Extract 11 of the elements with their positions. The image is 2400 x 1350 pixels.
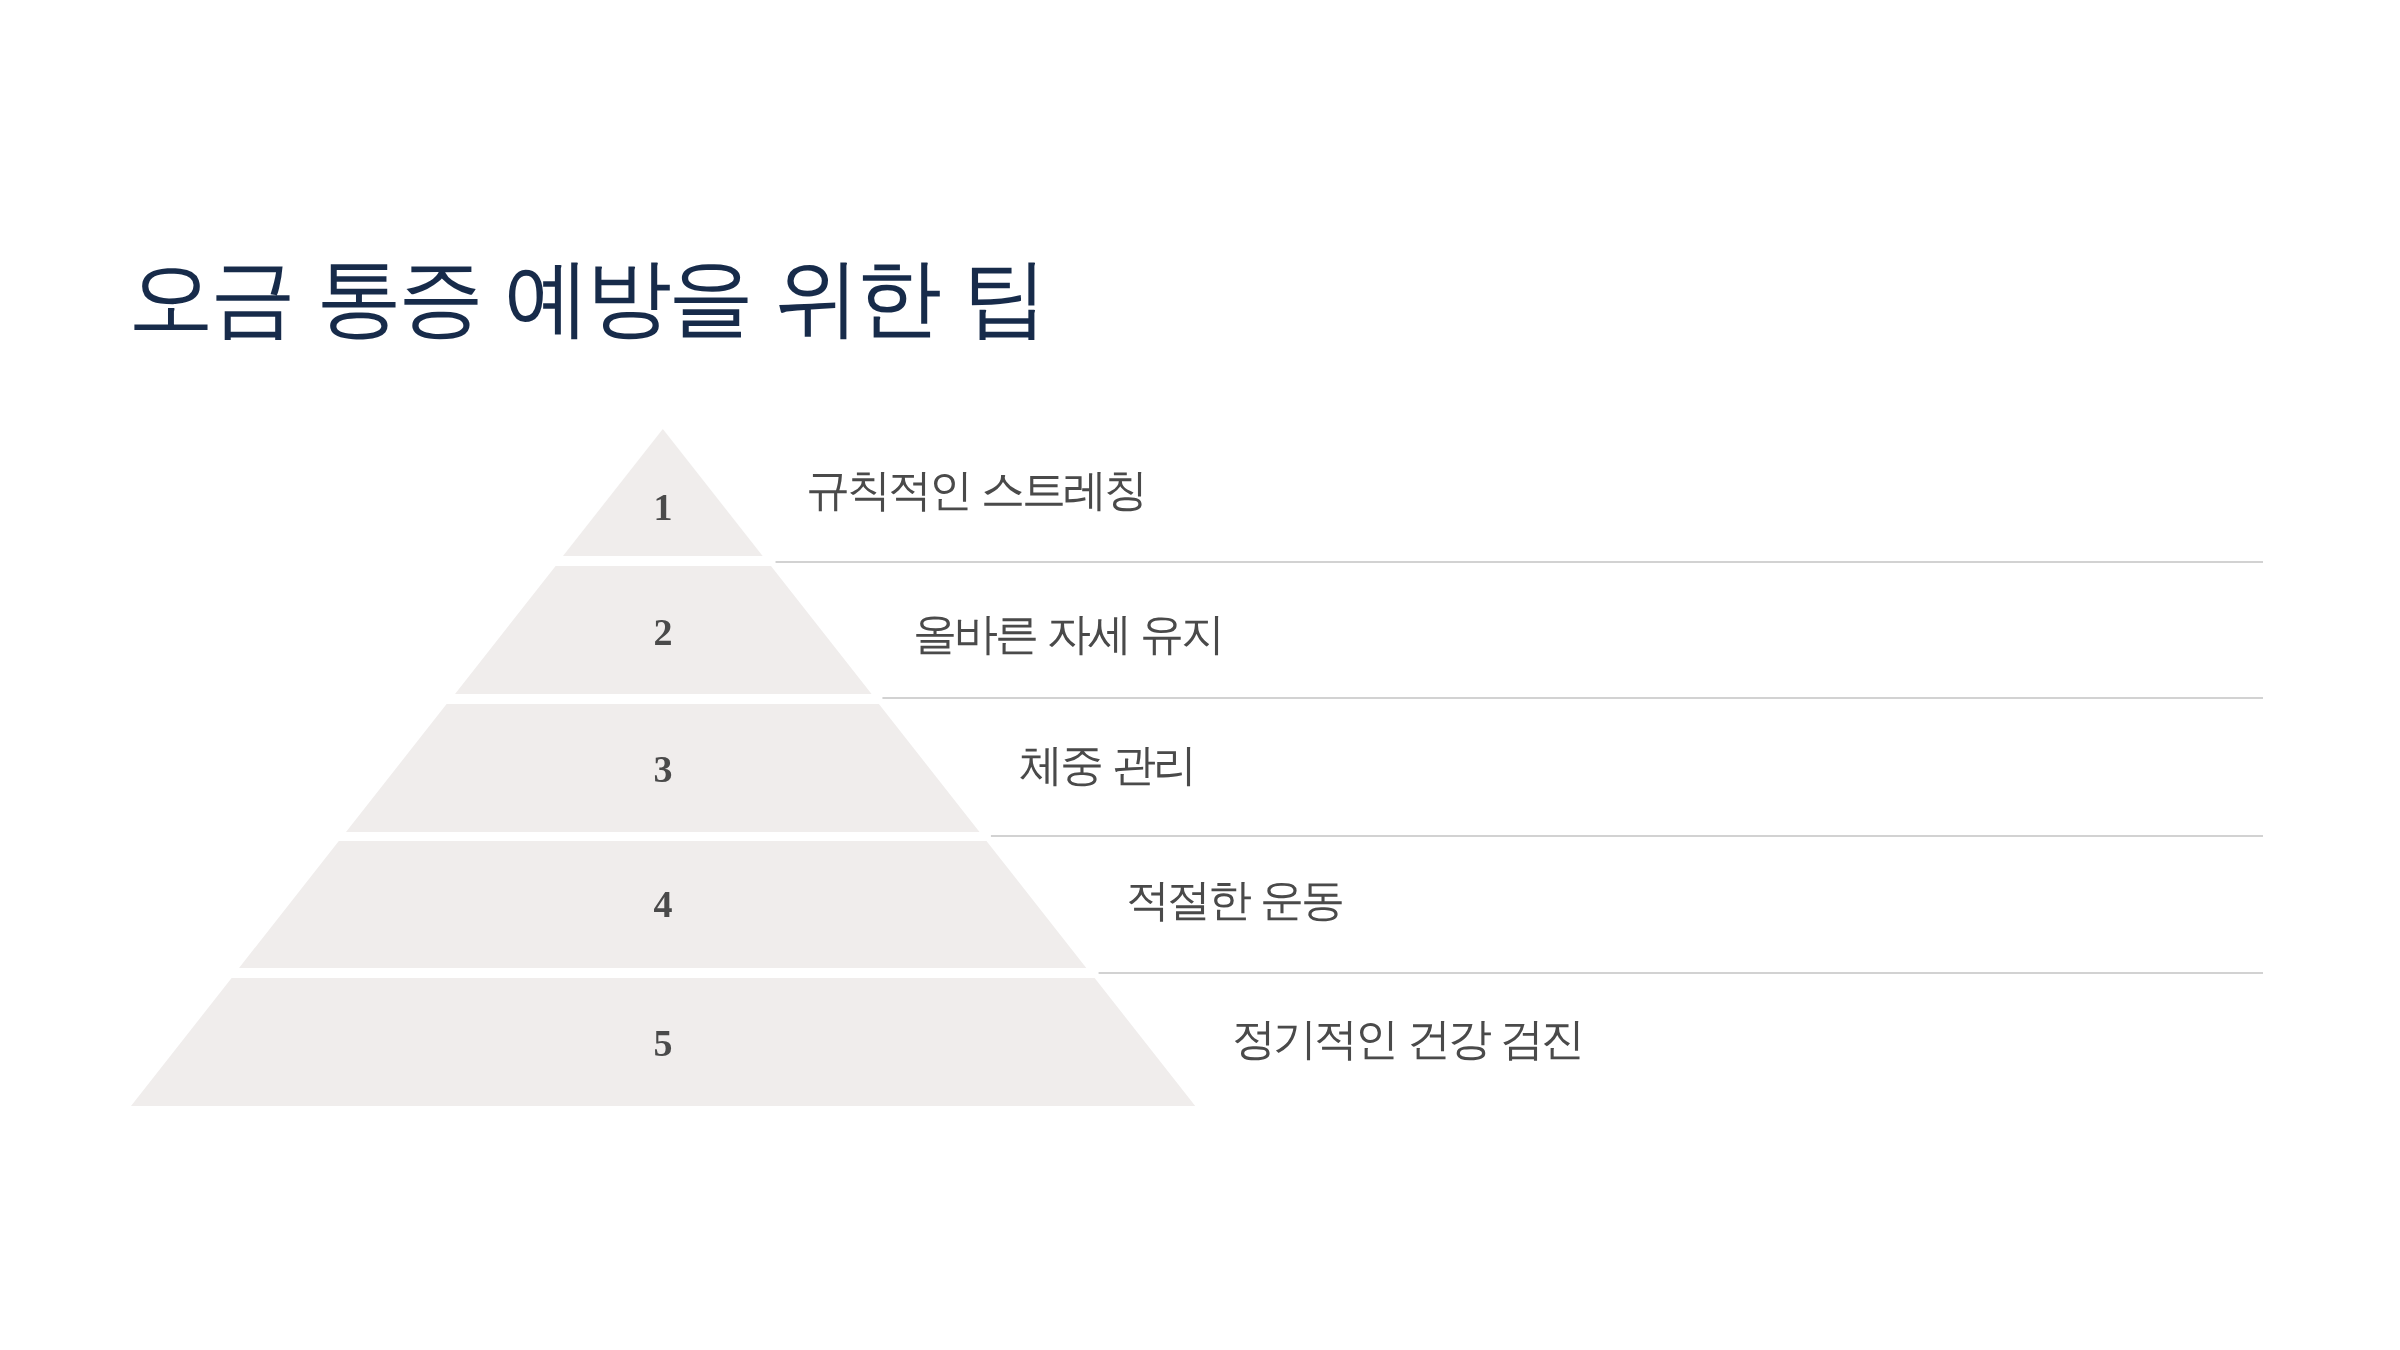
tip-text: 규칙적인 스트레칭 [806,466,1146,514]
tip-text: 올바른 자세 유지 [913,610,1224,658]
tier-number: 3 [652,749,674,789]
tip-text: 정기적인 건강 검진 [1232,1015,1584,1063]
tier-number: 4 [652,884,674,924]
tier-number: 5 [652,1023,674,1063]
tier-number: 1 [652,487,674,527]
tier-number: 2 [652,612,674,652]
title: 오금 통증 예방을 위한 팁 [128,252,1045,342]
tip-text: 체중 관리 [1019,741,1195,789]
tip-text: 적절한 운동 [1126,876,1343,924]
